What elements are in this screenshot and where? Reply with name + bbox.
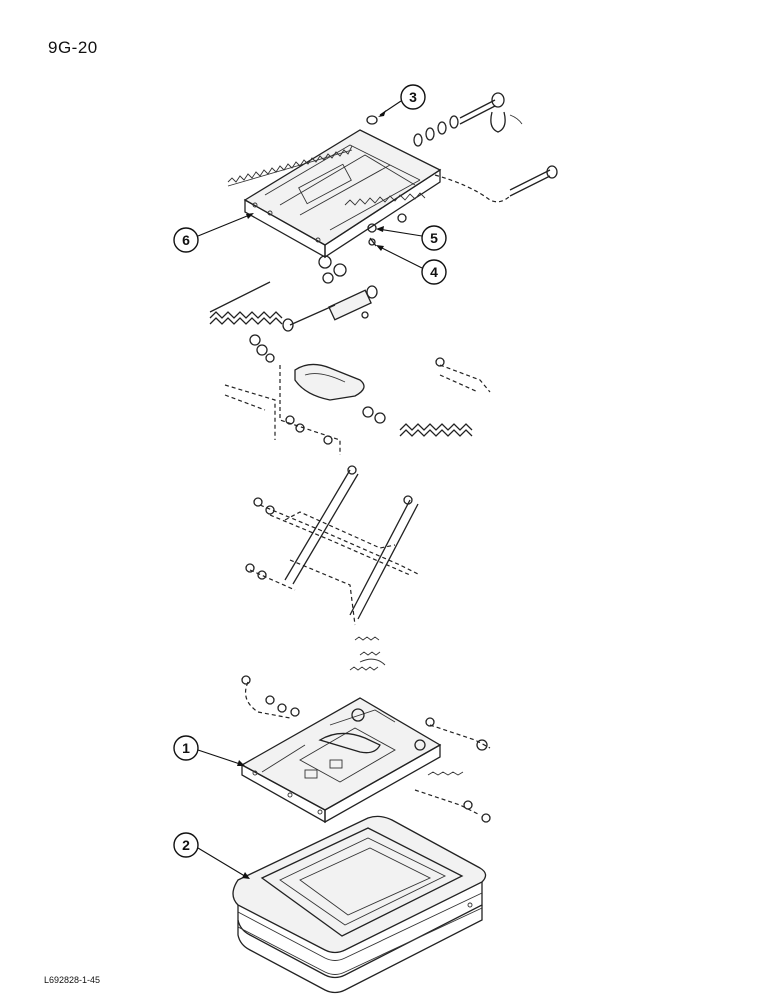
springs-and-shock-absorber: [209, 255, 491, 455]
callout-2: 2: [173, 832, 250, 879]
scissor-linkage: [245, 465, 421, 626]
callout-6-label: 6: [182, 232, 190, 248]
callout-3-label: 3: [409, 89, 417, 105]
callout-5: 5: [376, 225, 447, 251]
top-slide-plate: [227, 129, 442, 259]
adjustment-rod-assembly: [366, 92, 558, 223]
callout-1-label: 1: [182, 740, 190, 756]
callout-4: 4: [376, 245, 447, 285]
fasteners-4-5: [367, 223, 377, 247]
figure-code: L692828-1-45: [44, 975, 101, 985]
lower-base-plate: [240, 675, 491, 824]
callout-3: 3: [378, 84, 426, 117]
callout-5-label: 5: [430, 230, 438, 246]
suspension-bellows: [232, 815, 487, 994]
callout-6: 6: [173, 213, 254, 253]
callout-4-label: 4: [430, 264, 438, 280]
page-number: 9G-20: [48, 38, 98, 57]
small-spring-clips: [349, 636, 386, 671]
callout-1: 1: [173, 735, 245, 766]
callout-2-label: 2: [182, 837, 190, 853]
